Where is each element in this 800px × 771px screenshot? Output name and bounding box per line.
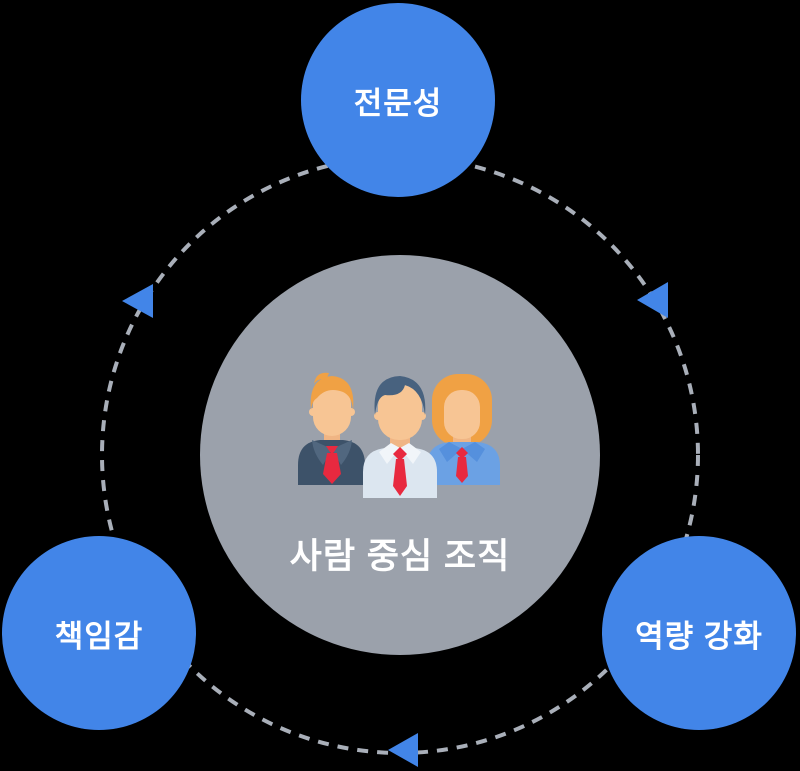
node-bottom-left-label: 책임감 (54, 618, 144, 654)
person-middle-face (378, 385, 422, 440)
person-middle-collar (400, 443, 421, 464)
node-top: 전문성 (301, 3, 495, 197)
node-top-label: 전문성 (353, 85, 443, 121)
person-left (298, 372, 365, 485)
person-middle (363, 376, 437, 498)
person-left-hair (310, 376, 354, 410)
center-label: 사람 중심 조직 (289, 537, 511, 576)
cycle-arrow-right-icon (637, 282, 668, 318)
person-right (427, 374, 500, 485)
person-middle-tie-knot (393, 447, 407, 461)
person-middle-collar (379, 443, 400, 464)
cycle-arrow-left-icon (122, 284, 153, 318)
person-right-tie (456, 457, 468, 483)
center-circle: 사람 중심 조직 (200, 255, 600, 655)
person-left-lapel (312, 440, 332, 465)
person-middle-hair (374, 376, 426, 415)
person-left-tie (323, 453, 341, 484)
person-left-lapel (332, 440, 352, 465)
person-left-hair-quiff (314, 372, 329, 384)
person-left-face (313, 385, 351, 436)
person-middle-tie (393, 459, 407, 496)
person-right-face (444, 390, 480, 439)
cycle-arrow-bottom-icon (388, 733, 418, 767)
node-bottom-right: 역량 강화 (602, 536, 796, 730)
node-bottom-left: 책임감 (2, 536, 196, 730)
person-right-collar (462, 442, 485, 462)
person-left-tie-knot (326, 446, 338, 455)
person-right-tie-knot (456, 447, 468, 459)
team-people-illustration (298, 372, 500, 498)
person-right-collar (439, 442, 462, 462)
node-bottom-right-label: 역량 강화 (635, 618, 763, 654)
